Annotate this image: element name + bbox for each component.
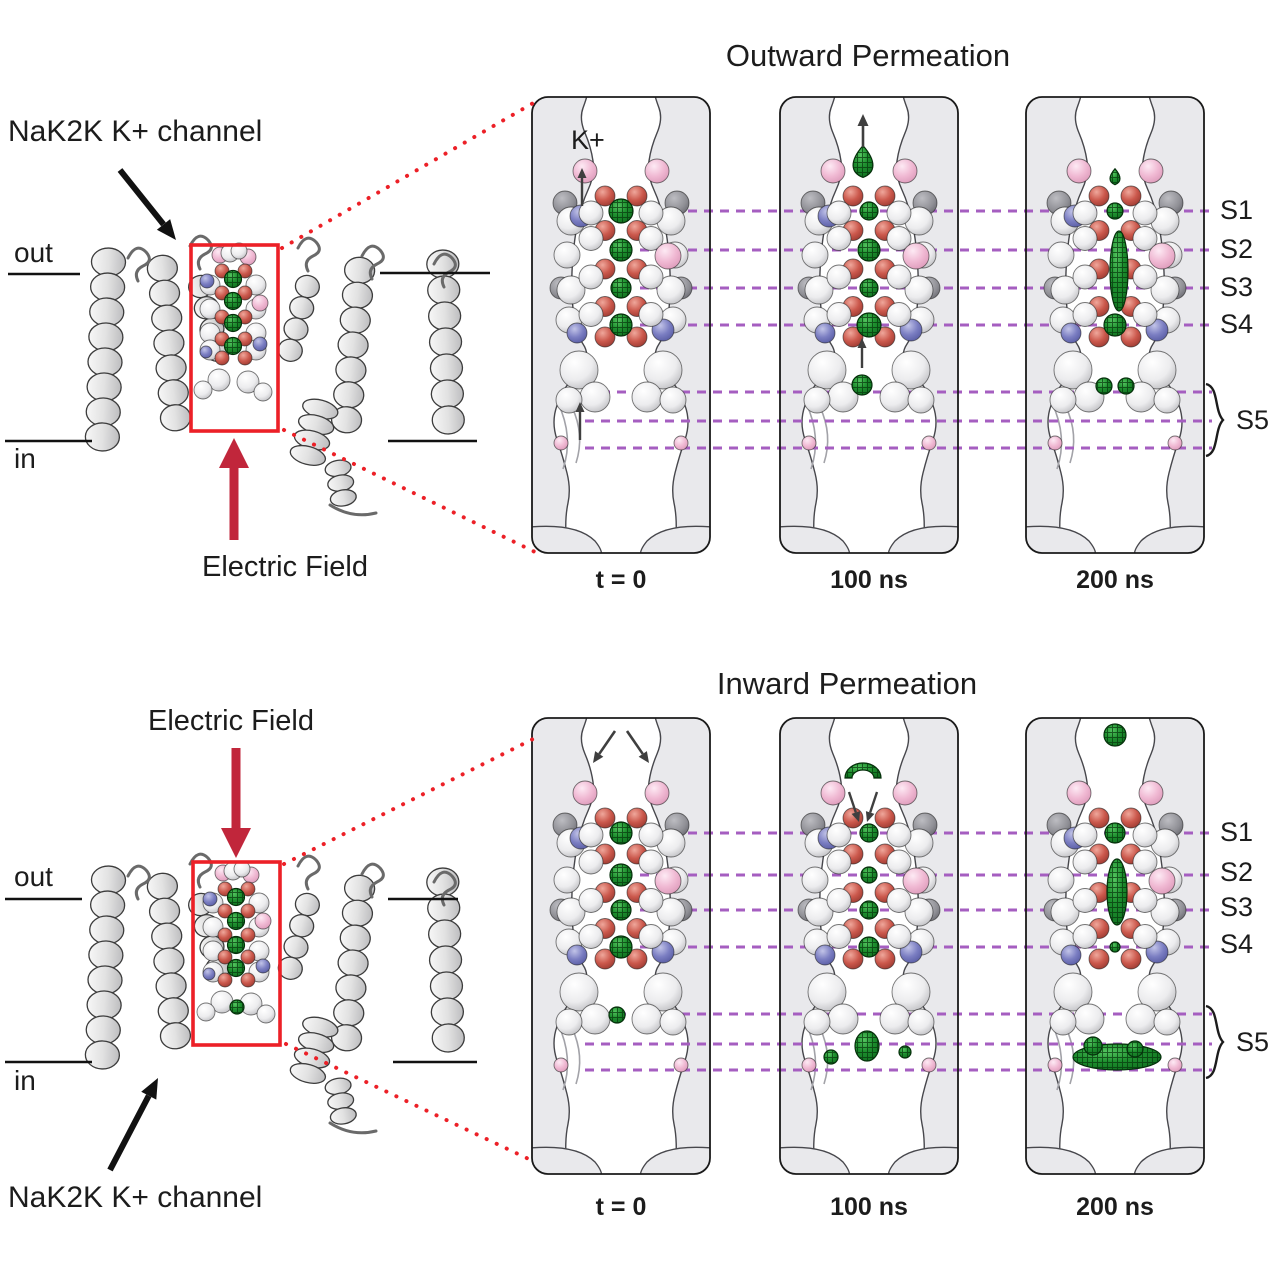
membrane-in-label-top: in bbox=[14, 443, 36, 474]
membrane-out-label-bottom: out bbox=[14, 861, 53, 892]
site-label-in-s4: S4 bbox=[1220, 929, 1254, 959]
site-label-in-s2: S2 bbox=[1220, 857, 1254, 887]
electric-field-label-bottom: Electric Field bbox=[148, 705, 314, 737]
time-label-out-1: t = 0 bbox=[595, 566, 647, 594]
channel-label-top: NaK2K K+ channel bbox=[8, 115, 263, 148]
time-label-out-3: 200 ns bbox=[1076, 566, 1154, 594]
time-label-in-1: t = 0 bbox=[595, 1193, 647, 1221]
site-label-out-s4: S4 bbox=[1220, 309, 1254, 339]
time-label-in-2: 100 ns bbox=[830, 1193, 908, 1221]
time-label-in-3: 200 ns bbox=[1076, 1193, 1154, 1221]
membrane-in-label-bottom: in bbox=[14, 1065, 36, 1096]
kplus-ion-label: K+ bbox=[571, 125, 605, 155]
inward-title: Inward Permeation bbox=[716, 666, 978, 701]
membrane-out-label-top: out bbox=[14, 237, 53, 268]
electric-field-label-top: Electric Field bbox=[202, 551, 368, 583]
outward-title: Outward Permeation bbox=[725, 38, 1011, 73]
channel-label-bottom: NaK2K K+ channel bbox=[8, 1181, 263, 1214]
site-label-out-s1: S1 bbox=[1220, 195, 1254, 225]
site-label-in-s5: S5 bbox=[1236, 1027, 1270, 1057]
site-label-out-s5: S5 bbox=[1236, 405, 1270, 435]
site-label-in-s3: S3 bbox=[1220, 892, 1254, 922]
site-label-out-s2: S2 bbox=[1220, 234, 1254, 264]
site-label-in-s1: S1 bbox=[1220, 817, 1254, 847]
time-label-out-2: 100 ns bbox=[830, 566, 908, 594]
site-label-out-s3: S3 bbox=[1220, 272, 1254, 302]
